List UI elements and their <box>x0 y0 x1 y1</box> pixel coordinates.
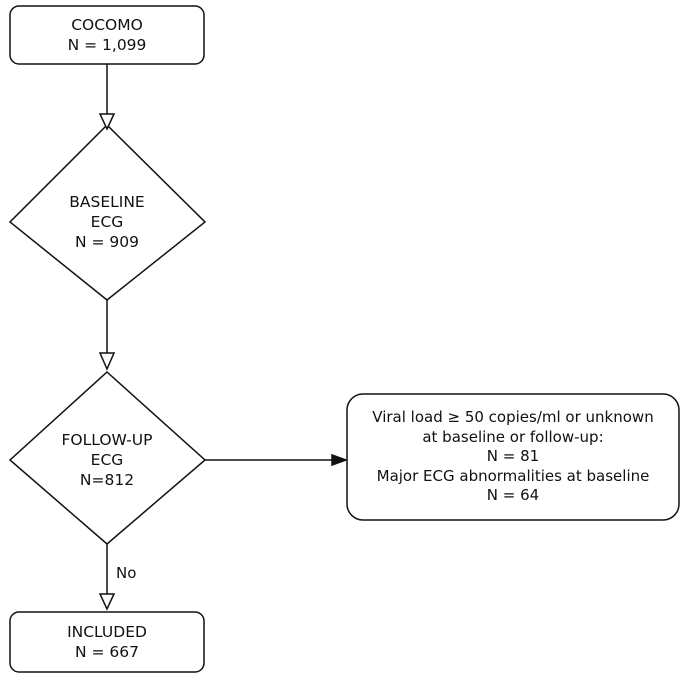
baseline-line-1: BASELINE <box>69 193 145 211</box>
included-label: INCLUDED N = 667 <box>10 612 204 672</box>
baseline-label: BASELINE ECG N = 909 <box>10 184 204 260</box>
cocomo-line-1: COCOMO <box>71 16 143 34</box>
included-line-2: N = 667 <box>74 643 140 661</box>
excluded-label: Viral load ≥ 50 copies/ml or unknown at … <box>347 394 679 520</box>
followup-line-2: ECG <box>90 451 124 469</box>
excluded-line-3: N = 81 <box>486 447 540 466</box>
followup-line-1: FOLLOW-UP <box>61 431 153 449</box>
baseline-line-2: ECG <box>90 213 124 231</box>
arrowhead-down-1 <box>98 113 116 131</box>
cocomo-line-2: N = 1,099 <box>67 36 147 54</box>
arrowhead-down-3 <box>98 593 116 611</box>
excluded-box <box>346 393 680 521</box>
included-line-1: INCLUDED <box>67 623 147 641</box>
excluded-line-4: Major ECG abnormalities at baseline <box>376 466 650 485</box>
excluded-line-1: Viral load ≥ 50 copies/ml or unknown <box>372 408 654 427</box>
excluded-line-2: at baseline or follow-up: <box>422 427 604 446</box>
arrowhead-right <box>331 453 349 467</box>
cocomo-label: COCOMO N = 1,099 <box>10 6 204 64</box>
edge-label-no: No <box>116 564 136 582</box>
followup-label: FOLLOW-UP ECG N=812 <box>10 422 204 498</box>
followup-line-3: N=812 <box>79 471 135 489</box>
baseline-line-3: N = 909 <box>74 233 140 251</box>
excluded-line-5: N = 64 <box>486 486 540 505</box>
included-box <box>9 611 205 673</box>
arrowhead-down-2 <box>98 352 116 371</box>
